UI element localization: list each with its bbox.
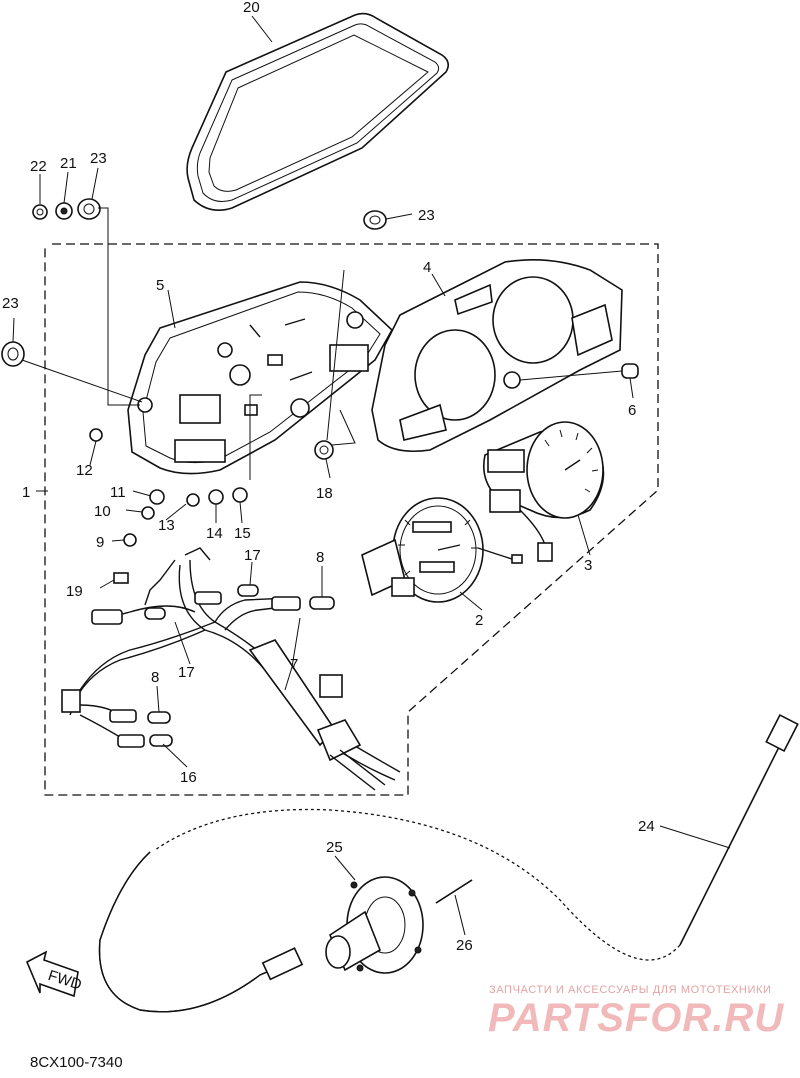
callout-11: 11 — [110, 484, 126, 501]
part-2-speedometer — [361, 497, 523, 603]
callout-3: 3 — [584, 557, 592, 574]
part-17-bulb-lower — [144, 607, 166, 620]
part-18-grommet — [314, 440, 334, 460]
watermark-subtitle: ЗАПЧАСТИ И АКСЕССУАРЫ ДЛЯ МОТОТЕХНИКИ — [489, 984, 772, 996]
callout-23-right: 23 — [418, 207, 435, 224]
part-15-grommet — [232, 487, 248, 503]
part-7-wire-harness — [61, 547, 401, 791]
part-bolt-case — [137, 397, 153, 413]
part-21-washer — [55, 202, 73, 220]
callout-7: 7 — [290, 656, 298, 673]
callout-25: 25 — [326, 839, 343, 856]
callout-21: 21 — [60, 155, 77, 172]
part-13-grommet — [186, 493, 200, 507]
fwd-direction-arrow: FWD — [25, 950, 84, 998]
part-3-tachometer — [482, 421, 605, 562]
small-fasteners — [89, 397, 248, 584]
callout-24: 24 — [638, 818, 655, 835]
part-22-nut — [32, 204, 48, 220]
part-26-pin — [435, 879, 473, 904]
part-10-washer — [141, 506, 155, 520]
part-8-bulb-lower — [147, 711, 171, 724]
part-9-screw — [123, 533, 137, 547]
callout-26: 26 — [456, 937, 473, 954]
callout-19: 19 — [66, 583, 83, 600]
callout-2: 2 — [475, 612, 483, 629]
callout-1: 1 — [22, 484, 30, 501]
callout-20: 20 — [243, 0, 260, 16]
part-4-meter-panel — [371, 258, 623, 453]
callout-9: 9 — [96, 534, 104, 551]
part-14-grommet — [208, 489, 224, 505]
diagram-part-code: 8CX100-7340 — [30, 1054, 123, 1071]
callout-15: 15 — [234, 525, 251, 542]
callout-numbers: 20 22 21 23 23 23 4 5 6 18 3 2 1 11 10 9… — [2, 0, 655, 954]
callout-5: 5 — [156, 277, 164, 294]
part-23-grommet-top — [77, 198, 101, 220]
callout-18: 18 — [316, 485, 333, 502]
callout-23-left: 23 — [2, 295, 19, 312]
part-23-grommet-right — [363, 210, 387, 230]
callout-8-upper: 8 — [316, 549, 324, 566]
part-17-bulb-upper — [237, 584, 259, 597]
callout-16: 16 — [180, 769, 197, 786]
callout-6: 6 — [628, 402, 636, 419]
bulb-parts — [144, 584, 335, 747]
callout-10: 10 — [94, 503, 111, 520]
part-20-meter-lens-frame — [186, 12, 450, 211]
callout-23-top: 23 — [90, 150, 107, 167]
callout-14: 14 — [206, 525, 223, 542]
part-5-meter-case — [127, 281, 394, 475]
callout-12: 12 — [76, 462, 93, 479]
callout-4: 4 — [423, 259, 431, 276]
callout-22: 22 — [30, 158, 47, 175]
part-19-screw — [113, 572, 129, 584]
callout-13: 13 — [158, 517, 175, 534]
part-12-screw — [89, 428, 103, 442]
watermark-brand: PARTSFOR.RU — [488, 996, 785, 1040]
callout-17-lower: 17 — [178, 664, 195, 681]
leader-lines — [12, 15, 731, 936]
part-25-gear-unit — [325, 876, 424, 974]
part-23-grommet-left — [1, 341, 25, 367]
callout-17-upper: 17 — [244, 547, 261, 564]
part-8-bulb-upper — [309, 596, 335, 610]
part-24-speedometer-cable — [98, 714, 799, 1013]
part-11-grommet — [149, 489, 165, 505]
callout-8-lower: 8 — [151, 669, 159, 686]
part-16-bulb — [149, 734, 173, 747]
assembly-1-boundary — [44, 243, 659, 796]
